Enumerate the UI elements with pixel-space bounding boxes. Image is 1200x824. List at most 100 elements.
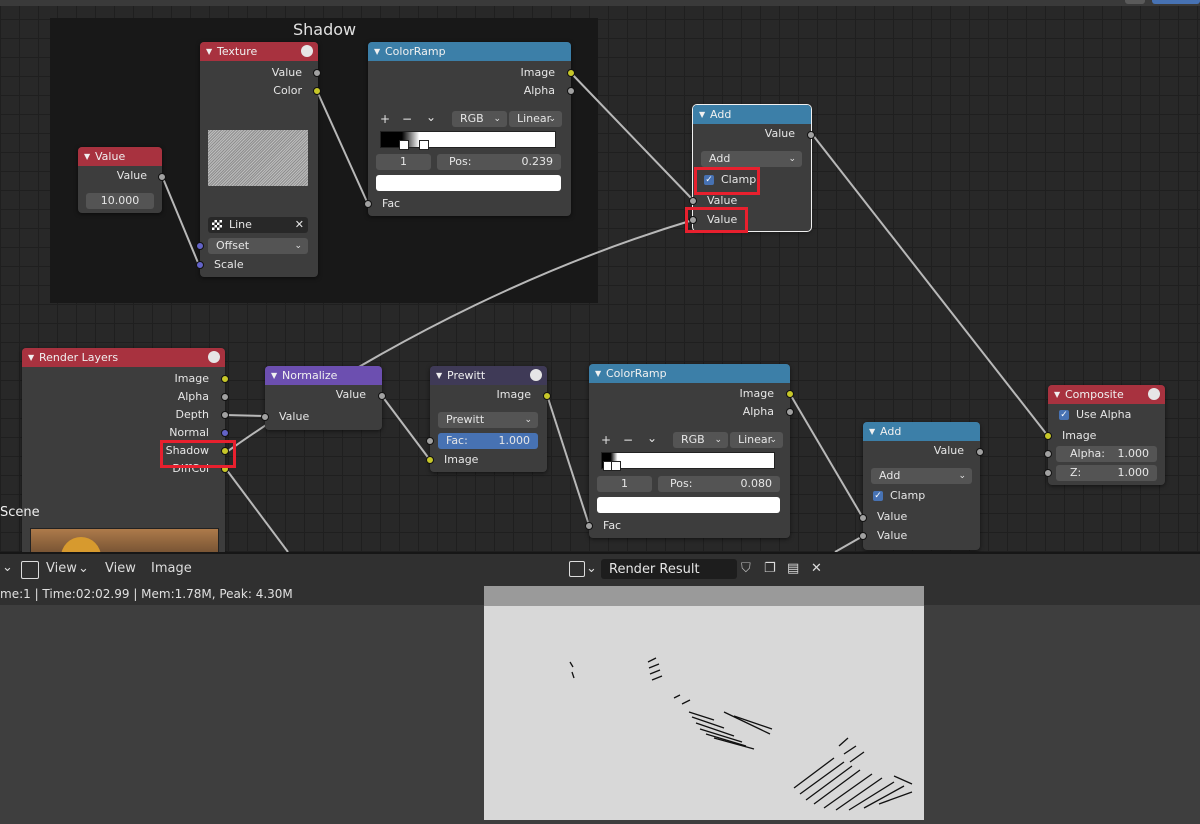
add-node-bottom[interactable]: ▼Add Value Add⌄ ✓ Clamp Value Value xyxy=(859,422,984,550)
rl-image-socket[interactable] xyxy=(221,375,229,383)
image-browse-icon[interactable] xyxy=(569,561,585,577)
view-menu-dropdown[interactable]: View xyxy=(46,561,77,576)
image-name-field[interactable]: Render Result xyxy=(601,559,737,579)
add-bot-operation-dropdown[interactable]: Add⌄ xyxy=(871,468,972,484)
render-layers-globe-icon[interactable] xyxy=(208,351,220,363)
ramp-menu-button[interactable]: ⌄ xyxy=(426,110,437,124)
duplicate-icon[interactable]: ❐ xyxy=(764,561,776,576)
add-top-clamp-checkbox[interactable]: ✓ xyxy=(704,175,714,185)
composite-z-field[interactable]: Z:1.000 xyxy=(1056,465,1157,481)
colorramp-bottom-header[interactable]: ▼ColorRamp xyxy=(589,364,790,383)
view-chevron-icon[interactable]: ⌄ xyxy=(78,561,89,576)
colorramp-top-image-socket[interactable] xyxy=(567,69,575,77)
render-layers-node[interactable]: ▼Render Layers Image Alpha Depth Normal … xyxy=(22,348,229,552)
top-toggle-button[interactable] xyxy=(1125,0,1145,4)
prewitt-output-socket[interactable] xyxy=(543,392,551,400)
texture-offset-dropdown[interactable]: Offset⌄ xyxy=(208,238,308,254)
ramp-bot-gradient[interactable] xyxy=(601,452,775,469)
ramp-top-interp-dropdown[interactable]: Linear⌄ xyxy=(509,111,562,127)
render-layers-header[interactable]: ▼Render Layers xyxy=(22,348,225,367)
colorramp-bot-alpha-socket[interactable] xyxy=(786,408,794,416)
texture-selector[interactable]: Line ✕ xyxy=(208,217,308,233)
rl-alpha-socket[interactable] xyxy=(221,393,229,401)
folder-icon[interactable]: ▤ xyxy=(787,561,800,576)
add-top-header[interactable]: ▼Add xyxy=(693,105,811,124)
ramp-remove-button[interactable]: − xyxy=(402,112,413,126)
ramp-bot-stop-1[interactable] xyxy=(611,461,621,471)
image-editor-type-icon[interactable] xyxy=(21,561,39,579)
add-bot-output-socket[interactable] xyxy=(976,448,984,456)
ramp-bot-mode-dropdown[interactable]: RGB⌄ xyxy=(673,432,728,448)
image-menu[interactable]: Image xyxy=(151,561,192,576)
add-bot-input1-socket[interactable] xyxy=(859,514,867,522)
add-bottom-header[interactable]: ▼Add xyxy=(863,422,980,441)
value-field[interactable]: 10.000 xyxy=(86,193,154,209)
ramp-bot-remove-button[interactable]: − xyxy=(623,433,634,447)
composite-header[interactable]: ▼Composite xyxy=(1048,385,1165,404)
add-top-input1-socket[interactable] xyxy=(689,197,697,205)
node-editor[interactable]: Shadow ▼Value Value 10.000 ▼Texture Valu… xyxy=(0,0,1200,552)
prewitt-node[interactable]: ▼Prewitt Image Prewitt⌄ Fac:1.000 Image xyxy=(426,366,551,472)
value-node[interactable]: ▼Value Value 10.000 xyxy=(78,147,166,213)
add-top-input2-socket[interactable] xyxy=(689,216,697,224)
ramp-top-pos-field[interactable]: Pos:0.239 xyxy=(437,154,561,170)
value-output-socket[interactable] xyxy=(158,173,166,181)
use-alpha-checkbox[interactable]: ✓ xyxy=(1059,410,1069,420)
normalize-node[interactable]: ▼Normalize Value Value xyxy=(261,366,386,430)
colorramp-top-fac-socket[interactable] xyxy=(364,200,372,208)
composite-node[interactable]: ▼Composite ✓ Use Alpha Image Alpha:1.000… xyxy=(1044,385,1165,485)
ramp-bot-color-swatch[interactable] xyxy=(597,497,780,513)
composite-image-socket[interactable] xyxy=(1044,432,1052,440)
prewitt-input-socket[interactable] xyxy=(426,456,434,464)
prewitt-fac-slider[interactable]: Fac:1.000 xyxy=(438,433,538,449)
composite-z-socket[interactable] xyxy=(1044,469,1052,477)
render-result-image[interactable] xyxy=(484,586,924,820)
colorramp-top-header[interactable]: ▼ColorRamp xyxy=(368,42,571,61)
normalize-output-socket[interactable] xyxy=(378,392,386,400)
ramp-top-index-field[interactable]: 1 xyxy=(376,154,431,170)
colorramp-node-bottom[interactable]: ▼ColorRamp Image Alpha + − ⌄ RGB⌄ Linear… xyxy=(585,364,794,538)
ramp-bot-menu-button[interactable]: ⌄ xyxy=(647,431,658,445)
composite-alpha-socket[interactable] xyxy=(1044,450,1052,458)
prewitt-type-dropdown[interactable]: Prewitt⌄ xyxy=(438,412,538,428)
ramp-top-mode-dropdown[interactable]: RGB⌄ xyxy=(452,111,507,127)
composite-globe-icon[interactable] xyxy=(1148,388,1160,400)
shield-icon[interactable]: ⛉ xyxy=(741,561,751,576)
texture-color-socket[interactable] xyxy=(313,87,321,95)
image-browse-chevron-icon[interactable]: ⌄ xyxy=(586,561,597,576)
composite-alpha-field[interactable]: Alpha:1.000 xyxy=(1056,446,1157,462)
close-icon[interactable]: ✕ xyxy=(294,218,304,231)
texture-node[interactable]: ▼Texture Value Color Line ✕ Offset⌄ Scal… xyxy=(196,42,321,277)
ramp-bot-index-field[interactable]: 1 xyxy=(597,476,652,492)
normalize-header[interactable]: ▼Normalize xyxy=(265,366,382,385)
view-menu[interactable]: View xyxy=(105,561,136,576)
add-bot-input2-socket[interactable] xyxy=(859,532,867,540)
ramp-bot-interp-dropdown[interactable]: Linear⌄ xyxy=(730,432,783,448)
chevron-down-icon[interactable]: ⌄ xyxy=(2,560,13,575)
texture-globe-icon[interactable] xyxy=(301,45,313,57)
prewitt-fac-socket[interactable] xyxy=(426,437,434,445)
ramp-bot-add-button[interactable]: + xyxy=(601,433,612,447)
ramp-top-color-swatch[interactable] xyxy=(376,175,561,191)
colorramp-top-alpha-socket[interactable] xyxy=(567,87,575,95)
add-bot-clamp-checkbox[interactable]: ✓ xyxy=(873,491,883,501)
colorramp-bot-image-socket[interactable] xyxy=(786,390,794,398)
ramp-bot-pos-field[interactable]: Pos:0.080 xyxy=(658,476,780,492)
close-icon[interactable]: ✕ xyxy=(811,561,822,576)
colorramp-node-top[interactable]: ▼ColorRamp Image Alpha + − ⌄ RGB⌄ Linear… xyxy=(364,42,575,216)
ramp-top-stop-1[interactable] xyxy=(419,140,429,150)
value-node-header[interactable]: ▼Value xyxy=(78,147,162,166)
texture-node-header[interactable]: ▼Texture xyxy=(200,42,318,61)
normalize-input-socket[interactable] xyxy=(261,413,269,421)
texture-offset-socket[interactable] xyxy=(196,242,204,250)
colorramp-bot-fac-socket[interactable] xyxy=(585,522,593,530)
prewitt-globe-icon[interactable] xyxy=(530,369,542,381)
ramp-add-button[interactable]: + xyxy=(380,112,391,126)
rl-depth-socket[interactable] xyxy=(221,411,229,419)
prewitt-header[interactable]: ▼Prewitt xyxy=(430,366,547,385)
rl-normal-socket[interactable] xyxy=(221,429,229,437)
top-accent-button[interactable] xyxy=(1152,0,1200,4)
add-top-output-socket[interactable] xyxy=(807,131,815,139)
rl-shadow-socket[interactable] xyxy=(221,447,229,455)
texture-value-socket[interactable] xyxy=(313,69,321,77)
